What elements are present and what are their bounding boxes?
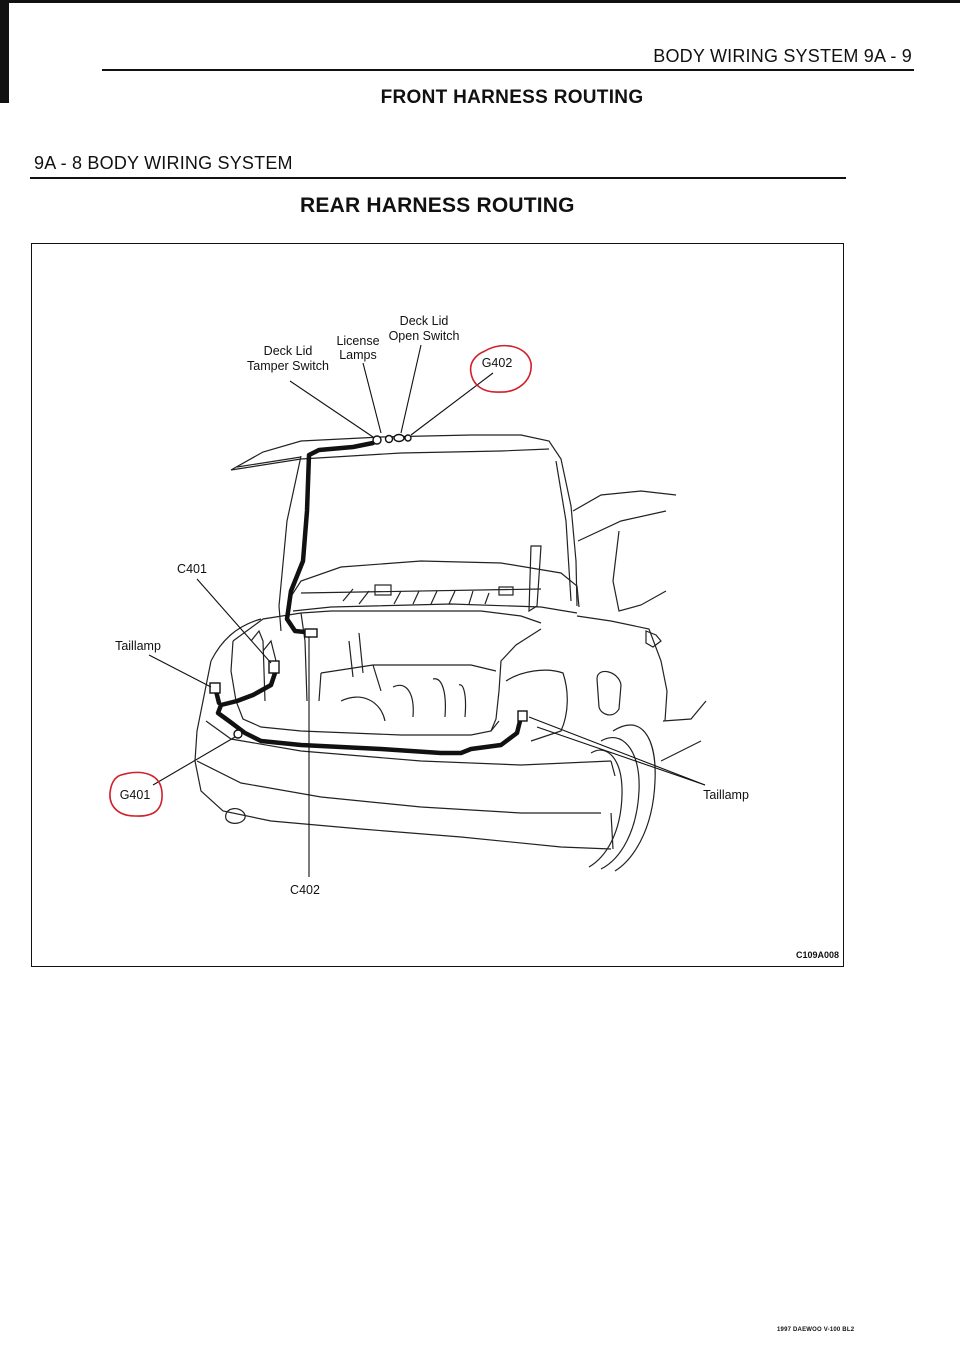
leader-g402	[410, 372, 494, 436]
g401-highlight-circle	[109, 771, 163, 817]
g402-highlight-circle	[469, 344, 532, 393]
scan-top-edge	[0, 0, 960, 3]
scan-left-edge	[0, 0, 9, 103]
harness-main-segment	[215, 670, 524, 756]
label-g401: G401	[120, 788, 151, 802]
leader-lines	[148, 344, 706, 877]
page-header-rule	[30, 177, 846, 179]
connector-taillamp-left	[209, 682, 221, 694]
page-title: REAR HARNESS ROUTING	[300, 194, 575, 217]
ground-g402	[404, 434, 412, 442]
diagram-frame: Deck Lid Open Switch License Lamps Deck …	[31, 243, 844, 967]
leader-taillamp-right-2	[536, 726, 706, 786]
rear-harness-diagram: Deck Lid Open Switch License Lamps Deck …	[109, 314, 839, 960]
next-page-title-clip: FRONT HARNESS ROUTING	[0, 84, 960, 105]
next-page-header-rule	[102, 69, 914, 71]
harness-deck-lid-segment	[284, 440, 376, 636]
label-license-lamps-line2: Lamps	[339, 348, 377, 362]
connector-taillamp-right	[517, 710, 528, 722]
ground-g401	[233, 729, 243, 739]
label-deck-lid-open-switch-line2: Open Switch	[389, 329, 460, 343]
label-license-lamps-line1: License	[336, 334, 379, 348]
license-lamp	[384, 434, 394, 444]
diagram-labels: Deck Lid Open Switch License Lamps Deck …	[115, 314, 839, 960]
next-page-title: FRONT HARNESS ROUTING	[380, 87, 644, 105]
deck-lid-tamper-switch	[372, 435, 382, 445]
page-header: 9A - 8 BODY WIRING SYSTEM	[34, 153, 293, 173]
label-c401: C401	[177, 562, 207, 576]
leader-taillamp-right	[528, 716, 706, 786]
harness-cables	[209, 433, 528, 756]
leader-g401	[152, 736, 236, 786]
connector-c401	[268, 660, 280, 674]
label-deck-lid-tamper-switch-line1: Deck Lid	[264, 344, 313, 358]
leader-taillamp-left	[148, 654, 212, 688]
deck-lid-open-switch	[393, 433, 405, 443]
connector-c402	[304, 628, 318, 638]
label-deck-lid-open-switch-line1: Deck Lid	[400, 314, 449, 328]
label-taillamp-left: Taillamp	[115, 639, 161, 653]
leader-license-lamps	[362, 362, 382, 434]
page-footer: 1997 DAEWOO V-100 BL2	[777, 1327, 855, 1333]
label-c402: C402	[290, 883, 320, 897]
red-highlight-marks	[109, 344, 532, 817]
next-page-header: BODY WIRING SYSTEM 9A - 9	[653, 46, 912, 66]
leader-c401	[196, 578, 272, 664]
car-outline	[194, 434, 707, 872]
label-g402: G402	[482, 356, 513, 370]
label-taillamp-right: Taillamp	[703, 788, 749, 802]
leader-deck-lid-tamper-switch	[289, 380, 374, 438]
figure-code: C109A008	[796, 950, 839, 960]
leader-deck-lid-open-switch	[400, 344, 422, 434]
label-deck-lid-tamper-switch-line2: Tamper Switch	[247, 359, 329, 373]
